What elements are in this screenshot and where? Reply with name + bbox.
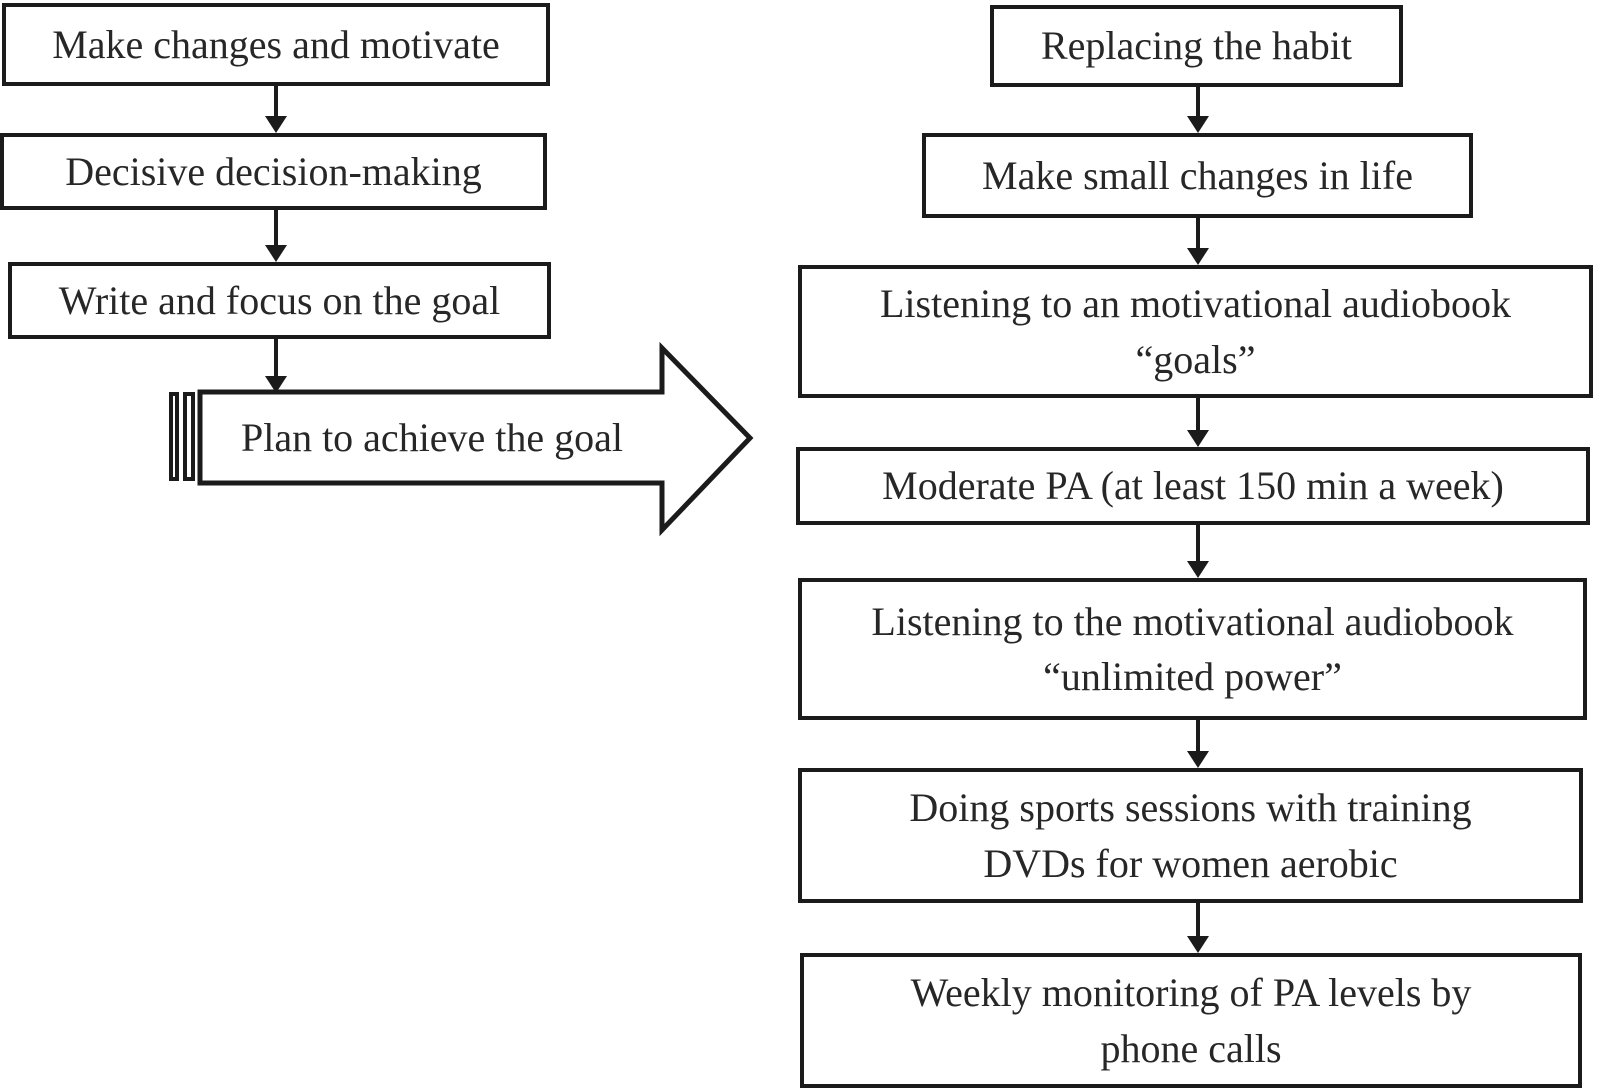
flow-box-label-line: Weekly monitoring of PA levels by [910, 970, 1472, 1016]
arrow-shaft [274, 339, 278, 376]
plan-right-arrow-shape [169, 341, 754, 537]
flow-box-label-line: phone calls [1100, 1025, 1282, 1071]
arrow-tail-stripe [169, 392, 179, 481]
down-arrow [265, 339, 287, 393]
flow-box-label: Decisive decision-making [65, 148, 482, 194]
arrow-head-icon [265, 376, 287, 393]
arrow-head-icon [1187, 248, 1209, 265]
flow-box-label-line: Doing sports sessions with training [909, 785, 1472, 831]
flow-box-sports-dvd: Doing sports sessions with training DVDs… [798, 768, 1583, 903]
flow-box-label: Make small changes in life [982, 152, 1413, 198]
flow-box-small-changes: Make small changes in life [922, 133, 1473, 218]
down-arrow [1187, 903, 1209, 953]
arrow-shaft [1196, 87, 1200, 116]
down-arrow [1187, 218, 1209, 265]
down-arrow [265, 86, 287, 133]
flow-box-label: Make changes and motivate [52, 21, 500, 67]
flow-box-replacing-habit: Replacing the habit [990, 5, 1403, 87]
arrow-head-icon [1187, 561, 1209, 578]
flow-box-audiobook-goals: Listening to an motivational audiobook “… [798, 265, 1593, 398]
arrow-head-icon [1187, 936, 1209, 953]
arrow-shaft [1196, 398, 1200, 430]
flow-box-write-focus-goal: Write and focus on the goal [8, 262, 551, 339]
flow-box-label: Write and focus on the goal [58, 277, 501, 323]
flow-box-make-changes: Make changes and motivate [2, 3, 550, 86]
flow-box-decisive-decision: Decisive decision-making [0, 133, 547, 210]
flow-box-label-line: “unlimited power” [1043, 654, 1342, 699]
down-arrow [1187, 87, 1209, 133]
arrow-shaft [1196, 903, 1200, 936]
right-arrow-body [197, 341, 754, 537]
arrow-shaft [1196, 218, 1200, 248]
flow-box-label-line: “goals” [1135, 336, 1256, 382]
arrow-head-icon [1187, 751, 1209, 768]
down-arrow [265, 210, 287, 262]
arrow-head-icon [265, 116, 287, 133]
flow-box-label: Moderate PA (at least 150 min a week) [882, 463, 1504, 509]
arrow-head-icon [265, 245, 287, 262]
flow-box-label: Replacing the habit [1040, 23, 1352, 69]
flow-box-moderate-pa: Moderate PA (at least 150 min a week) [796, 447, 1590, 525]
arrow-shaft [1196, 720, 1200, 751]
arrow-head-icon [1187, 430, 1209, 447]
flow-box-label-line: DVDs for women aerobic [983, 840, 1398, 886]
down-arrow [1187, 525, 1209, 578]
arrow-shaft [1196, 525, 1200, 561]
down-arrow [1187, 398, 1209, 447]
arrow-head-icon [1187, 116, 1209, 133]
flow-box-label-line: Listening to the motivational audiobook [871, 598, 1514, 644]
flow-box-label-line: Listening to an motivational audiobook [879, 281, 1511, 327]
arrow-shaft [274, 210, 278, 245]
flow-box-audiobook-unlimited-power: Listening to the motivational audiobook … [798, 578, 1587, 720]
arrow-shaft [274, 86, 278, 116]
arrow-tail-stripe [183, 392, 195, 481]
plan-arrow-label: Plan to achieve the goal [240, 415, 624, 460]
flow-box-weekly-monitoring: Weekly monitoring of PA levels by phone … [800, 953, 1582, 1088]
down-arrow [1187, 720, 1209, 768]
